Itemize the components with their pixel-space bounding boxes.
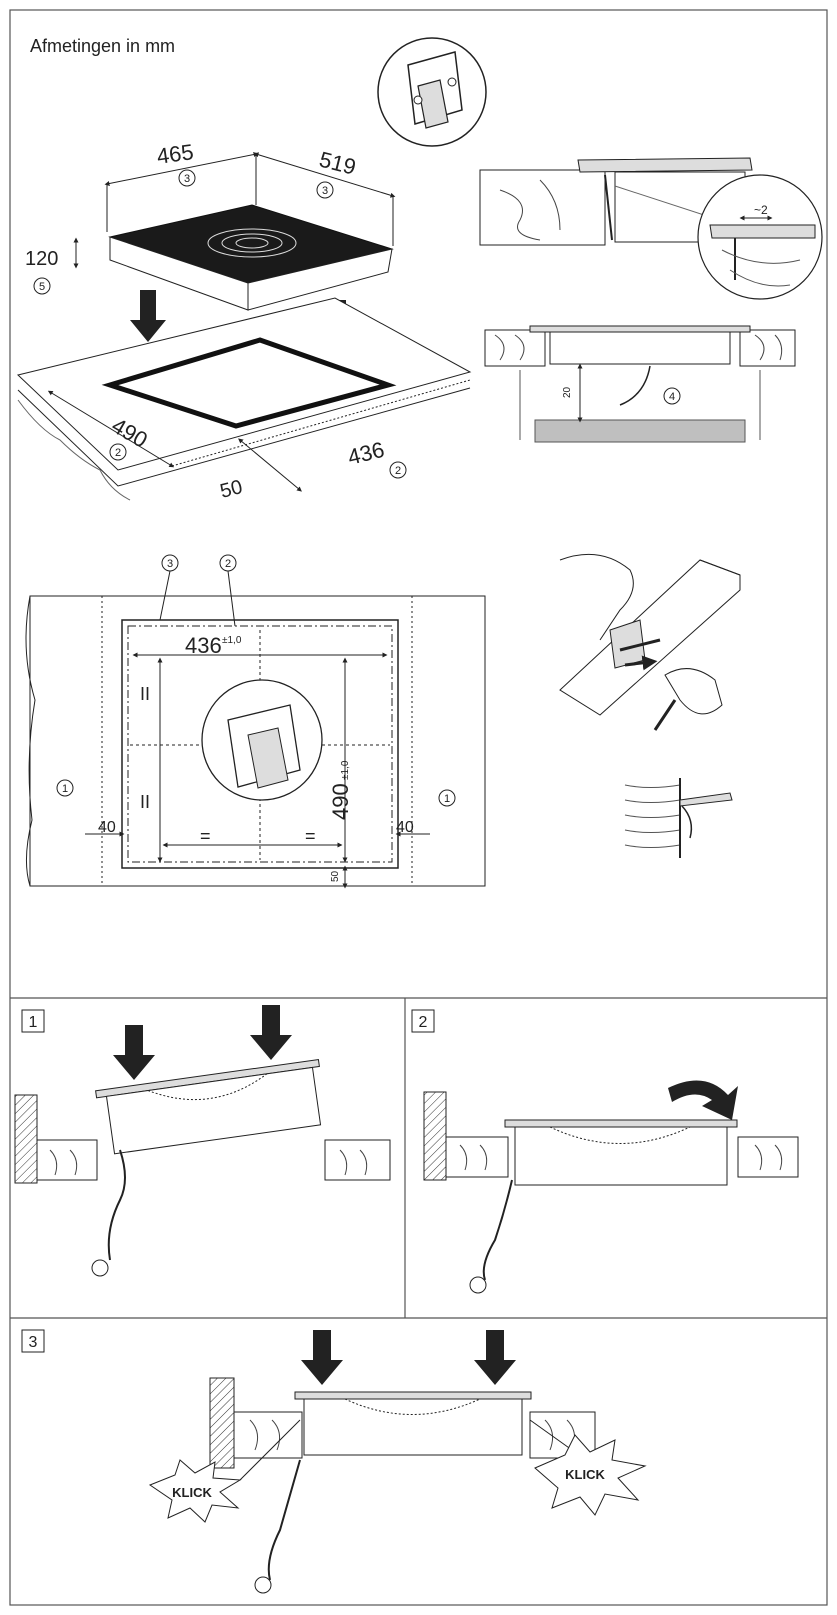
plan-callout-right: 1 <box>444 793 450 805</box>
equal-left: = <box>200 826 211 846</box>
plan-front: 50 <box>330 870 341 882</box>
plan-side-right: 40 <box>396 819 414 836</box>
callout-width: 3 <box>184 173 190 185</box>
step-2: 2 <box>411 1009 799 1294</box>
callout-depth: 3 <box>322 185 328 197</box>
step-3: 3 KLICK KLICK <box>21 1329 647 1594</box>
callout-cut-depth: 2 <box>115 447 121 459</box>
clip-screw-illustration <box>622 778 733 858</box>
plan-cut-width: 436 <box>185 633 222 658</box>
plan-callout-3: 3 <box>167 558 173 570</box>
plan-view: 436 ±1,0 II II = = 490 ±1,0 40 40 50 3 2… <box>25 554 486 889</box>
dim-width: 465 <box>155 139 195 169</box>
outer-frame <box>9 9 828 1606</box>
dim-cut-width: 436 <box>345 437 387 470</box>
step-3-number: 3 <box>29 1334 38 1351</box>
dim-clearance: 20 <box>562 386 573 398</box>
side-detail-top: ~2 <box>479 157 823 300</box>
clip-magnifier <box>377 37 487 147</box>
dim-height: 120 <box>25 248 58 270</box>
step-1-number: 1 <box>29 1014 38 1031</box>
hob-3d-view: 465 519 3 3 120 5 490 2 436 2 <box>16 37 487 503</box>
clip-mount-illustration <box>559 553 741 731</box>
dim-gap: ~2 <box>754 203 768 217</box>
dim-front-gap: 50 <box>218 476 245 503</box>
plan-cut-depth-tol: ±1,0 <box>340 760 351 780</box>
klick-left: KLICK <box>172 1485 212 1500</box>
parallel-bottom: II <box>140 792 150 812</box>
parallel-top: II <box>140 684 150 704</box>
plan-cut-width-tol: ±1,0 <box>222 635 242 646</box>
plan-callout-2: 2 <box>225 558 231 570</box>
step-2-number: 2 <box>419 1014 428 1031</box>
callout-cut-width: 2 <box>395 465 401 477</box>
callout-height: 5 <box>39 281 45 293</box>
plan-cut-depth: 490 <box>328 783 353 820</box>
plan-callout-left: 1 <box>62 783 68 795</box>
callout-cable: 4 <box>669 391 675 403</box>
equal-right: = <box>305 826 316 846</box>
page-title: Afmetingen in mm <box>30 36 175 56</box>
step-1: 1 <box>14 1005 391 1277</box>
plan-side-left: 40 <box>98 819 116 836</box>
side-detail-mid: 20 4 <box>484 325 796 443</box>
klick-right: KLICK <box>565 1467 605 1482</box>
